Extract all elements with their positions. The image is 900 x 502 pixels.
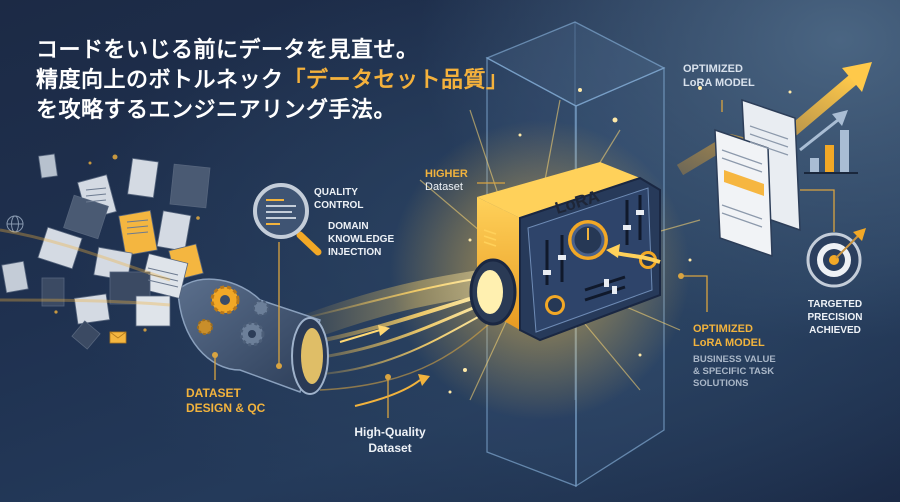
headline-highlight: 「データセット品質」	[283, 68, 509, 93]
headline-line-2-prefix: 精度向上のボトルネック	[36, 68, 284, 93]
headline: コードをいじる前にデータを見直せ。 精度向上のボトルネック「データセット品質」 …	[36, 36, 509, 126]
headline-line-1: コードをいじる前にデータを見直せ。	[36, 38, 419, 63]
gear-icon	[210, 285, 240, 315]
magnifier-icon	[253, 183, 322, 256]
envelope-icon	[109, 331, 127, 344]
label-dataset-design: DATASET DESIGN & QC	[186, 386, 266, 415]
lora-device-icon: LoRA	[469, 162, 661, 342]
label-optimized-top: OPTIMIZED LoRA MODEL	[683, 63, 755, 89]
label-quality-control: QUALITY CONTROL	[314, 187, 364, 211]
label-business-value: BUSINESS VALUE & SPECIFIC TASK SOLUTIONS	[693, 354, 776, 389]
headline-line-3: を攻略するエンジニアリング手法。	[36, 98, 397, 123]
funnel-icon	[177, 278, 329, 395]
headline-line-2: 精度向上のボトルネック「データセット品質」	[36, 66, 509, 96]
globe-icon	[6, 215, 24, 233]
bar-chart-icon	[804, 130, 858, 174]
gear-icon	[253, 300, 269, 316]
label-higher-dataset: HIGHER Dataset	[425, 168, 468, 193]
label-targeted-precision: TARGETED PRECISION ACHIEVED	[807, 299, 863, 336]
document-icon	[1, 153, 211, 350]
target-icon	[806, 228, 866, 288]
document-icon	[714, 98, 801, 258]
gear-icon	[239, 321, 265, 347]
label-optimized-bottom: OPTIMIZED LoRA MODEL	[693, 323, 765, 349]
gear-icon	[197, 319, 213, 335]
label-high-quality-dataset: High-Quality Dataset	[354, 425, 426, 455]
label-domain-knowledge: DOMAIN KNOWLEDGE INJECTION	[328, 221, 395, 258]
